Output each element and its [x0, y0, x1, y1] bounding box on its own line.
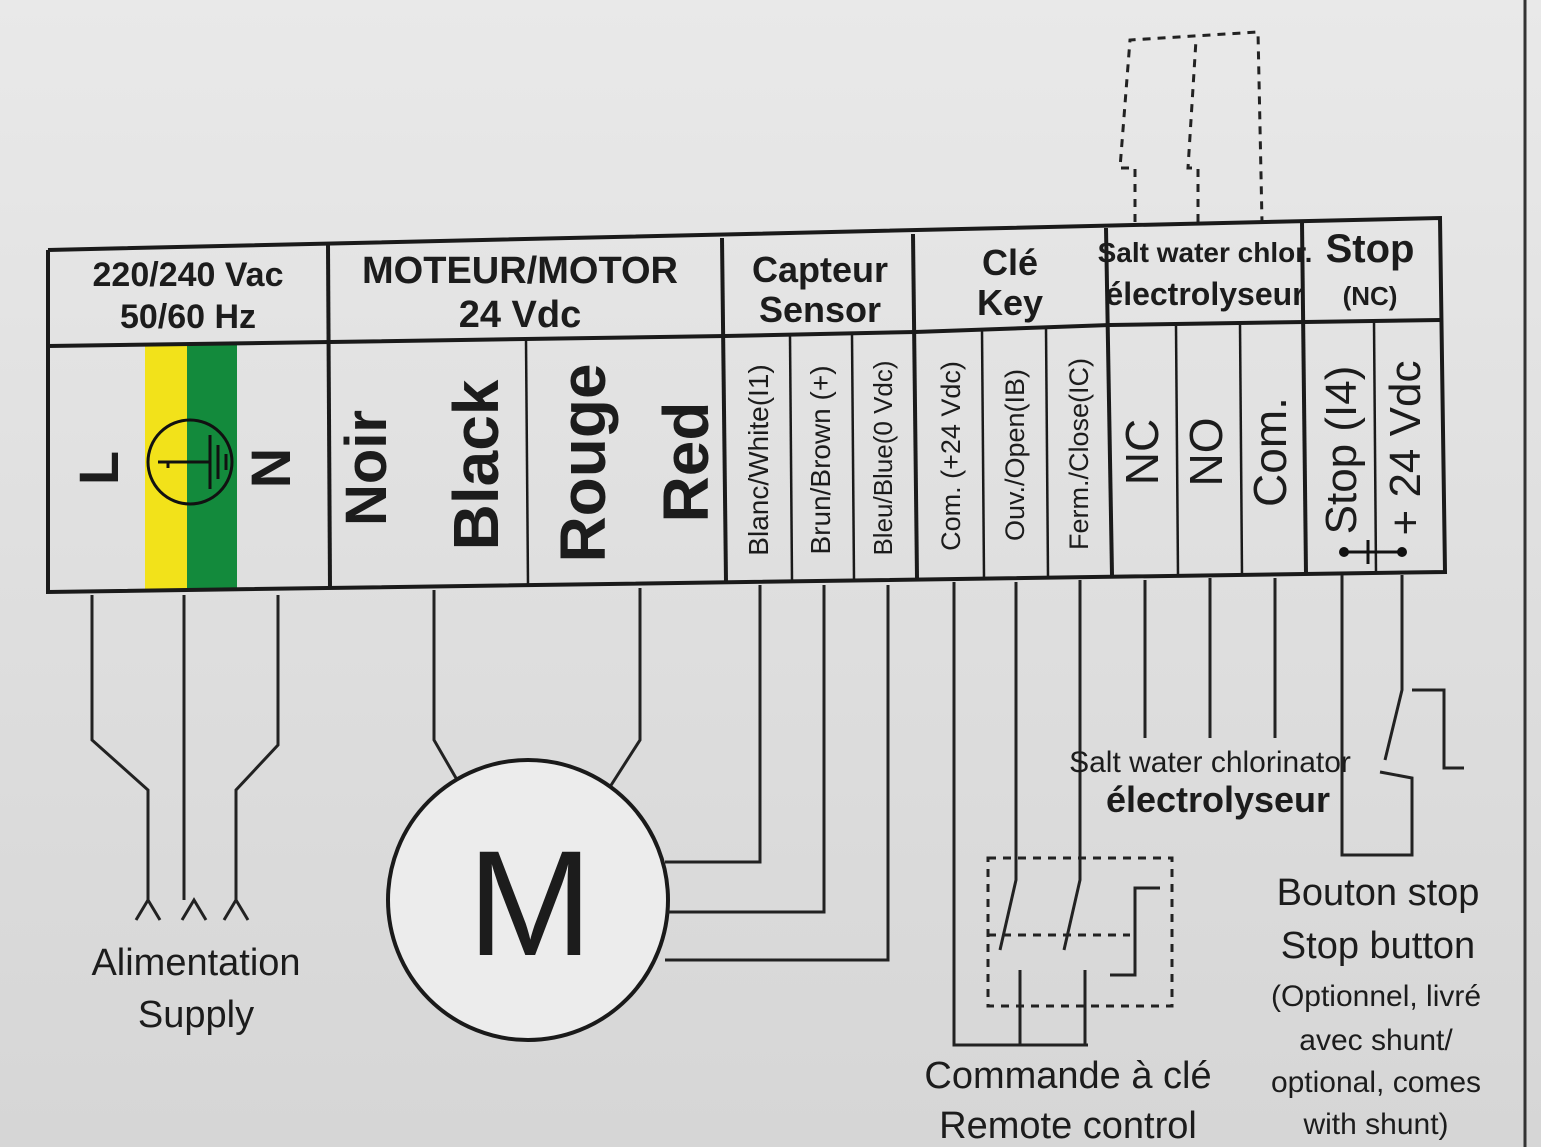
stop-button-wiring — [1340, 575, 1464, 857]
header-key-line1: Clé — [982, 242, 1038, 283]
terminal-stop-24v: + 24 Vdc — [1381, 361, 1430, 536]
motor-wires — [432, 588, 642, 791]
terminal-black: Black — [440, 379, 512, 550]
header-chlorinator-line1: Salt water chlor. — [1098, 237, 1313, 268]
header-sensor-line2: Sensor — [759, 289, 881, 330]
header-key-line2: Key — [977, 282, 1043, 323]
header-motor-line1: MOTEUR/MOTOR — [362, 250, 678, 292]
sensor-wires — [665, 585, 890, 962]
caption-remote-line1: Commande à clé — [924, 1055, 1211, 1097]
terminal-key-open: Ouv./Open(IB) — [1000, 369, 1030, 541]
caption-chlorinator-line2: électrolyseur — [1106, 779, 1330, 820]
terminal-rouge: Rouge — [547, 363, 619, 562]
header-chlorinator-line2: électrolyseur — [1105, 276, 1304, 312]
terminal-sensor-brown: Brun/Brown (+) — [805, 365, 836, 554]
shunt-icon — [1339, 540, 1407, 564]
caption-stop-line6: with shunt) — [1302, 1108, 1448, 1141]
terminal-sensor-blue: Bleu/Blue(0 Vdc) — [868, 360, 898, 555]
header-motor-line2: 24 Vdc — [459, 294, 582, 336]
caption-stop-line3: (Optionnel, livré — [1271, 980, 1481, 1013]
caption-stop-line1: Bouton stop — [1277, 872, 1480, 914]
terminal-key-com: Com. (+24 Vdc) — [936, 361, 966, 551]
caption-supply-line2: Supply — [138, 994, 254, 1036]
terminal-chlor-no: NO — [1180, 418, 1232, 487]
terminal-red: Red — [650, 402, 722, 523]
caption-supply-line1: Alimentation — [91, 942, 300, 984]
terminal-key-close: Ferm./Close(IC) — [1064, 358, 1094, 550]
header-stop-line2: (NC) — [1343, 281, 1398, 311]
terminal-chlor-nc: NC — [1116, 419, 1168, 485]
header-power-line1: 220/240 Vac — [93, 256, 284, 294]
motor-symbol — [386, 758, 670, 1042]
caption-stop-line4: avec shunt/ — [1299, 1024, 1453, 1057]
terminal-noir: Noir — [334, 410, 399, 526]
header-sensor-line1: Capteur — [752, 249, 888, 290]
remote-control-box — [986, 856, 1174, 1008]
caption-chlorinator-line1: Salt water chlorinator — [1069, 746, 1351, 779]
caption-stop-line5: optional, comes — [1271, 1066, 1481, 1099]
external-contact-symbol — [1118, 30, 1264, 223]
terminal-chlor-com: Com. — [1244, 397, 1296, 507]
terminal-sensor-white: Blanc/White(I1) — [743, 364, 774, 555]
supply-wires — [90, 595, 280, 921]
header-stop-line1: Stop — [1326, 227, 1415, 271]
terminal-stop-i4: Stop (I4) — [1317, 366, 1366, 535]
ground-icon — [146, 418, 234, 506]
chlorinator-wires — [1143, 578, 1277, 738]
terminal-N: N — [239, 448, 302, 488]
ground-stripe-yellow — [145, 345, 187, 590]
ground-stripe-green — [187, 345, 237, 590]
terminal-L: L — [67, 451, 130, 485]
caption-remote-line2: Remote control — [939, 1105, 1197, 1147]
caption-stop-line2: Stop button — [1281, 925, 1475, 967]
remote-control-wires — [952, 580, 1174, 1047]
header-power-line2: 50/60 Hz — [120, 298, 256, 336]
terminal-block — [46, 215, 1448, 595]
motor-label: M — [468, 819, 593, 987]
